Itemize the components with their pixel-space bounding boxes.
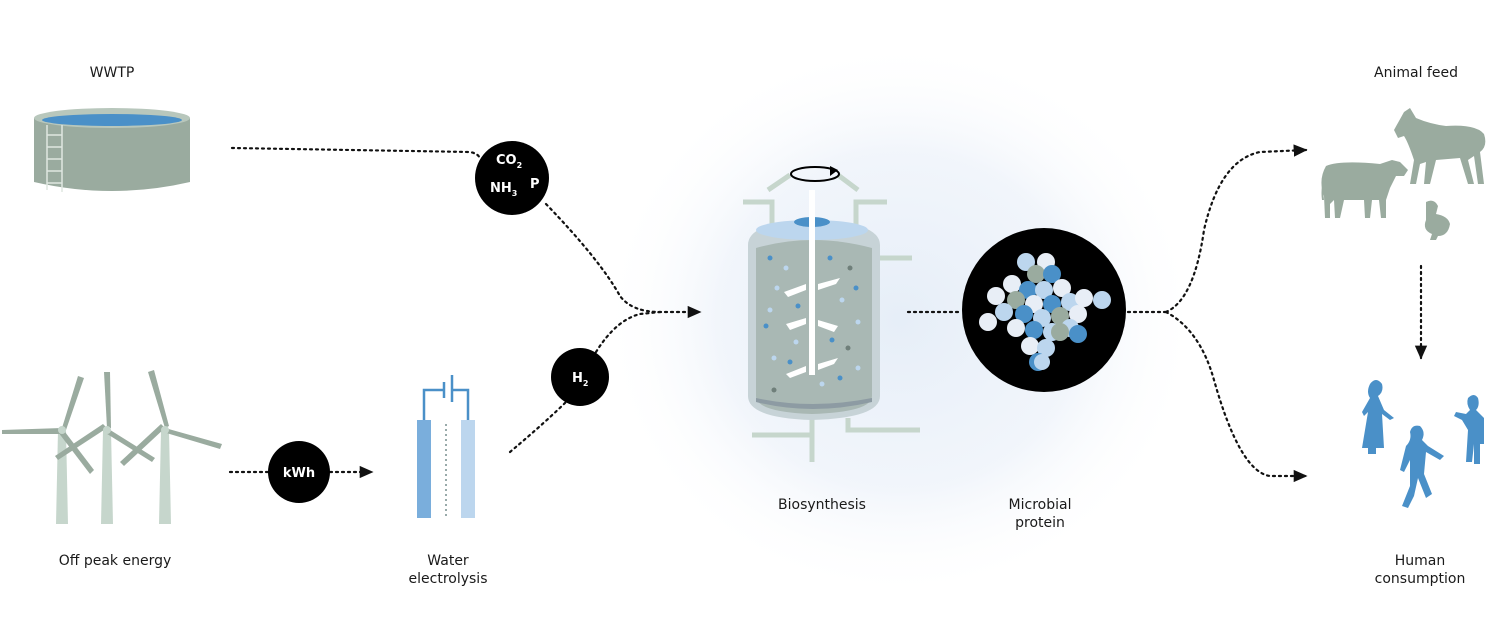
- water-electrolysis-label: Water electrolysis: [388, 552, 508, 588]
- wind-turbine-icon: [2, 370, 222, 524]
- horse-icon: [1394, 108, 1486, 184]
- connector-electrolysis-to-h2: [508, 398, 570, 454]
- wwtp-label: WWTP: [89, 65, 135, 81]
- rotation-arrow-icon: [790, 166, 840, 182]
- people-icon: [1362, 380, 1484, 508]
- connector-protein-to-human: [1164, 310, 1308, 483]
- animal-feed-label: Animal feed: [1374, 65, 1458, 81]
- microbe-cluster-icon: [962, 228, 1126, 392]
- cow-icon: [1321, 160, 1408, 218]
- water-electrolysis-line1: Water: [427, 553, 469, 569]
- microbial-protein-line2: protein: [1015, 515, 1065, 531]
- tank-icon: [34, 108, 190, 192]
- microbial-protein-label: Microbial protein: [980, 496, 1100, 532]
- co2-nh3-p-node: CO2 NH3 P: [475, 141, 549, 215]
- h2-label: H2: [572, 371, 588, 388]
- background-glow: [600, 40, 1200, 600]
- offpeak-energy-label: Off peak energy: [58, 553, 172, 569]
- water-electrolysis-line2: electrolysis: [408, 571, 488, 587]
- connector-wwtp-to-co2: [230, 146, 482, 162]
- connector-h2-to-bioreactor: [594, 310, 662, 354]
- electrolysis-cell-icon: [417, 375, 475, 518]
- connector-co2-to-bioreactor: [544, 202, 702, 319]
- kwh-label: kWh: [283, 466, 315, 481]
- h2-node: H2: [551, 348, 609, 406]
- human-consumption-line1: Human: [1394, 553, 1446, 569]
- biosynthesis-label: Biosynthesis: [778, 497, 866, 513]
- human-consumption-line2: consumption: [1374, 571, 1466, 587]
- microbial-protein-line1: Microbial: [1008, 497, 1072, 513]
- duck-icon: [1424, 200, 1450, 240]
- nh3-label: NH3: [490, 181, 517, 198]
- p-label: P: [530, 177, 540, 192]
- human-consumption-label: Human consumption: [1350, 552, 1488, 588]
- co2-label: CO2: [496, 153, 522, 170]
- kwh-node: kWh: [268, 441, 330, 503]
- bioreactor-icon: [743, 166, 920, 462]
